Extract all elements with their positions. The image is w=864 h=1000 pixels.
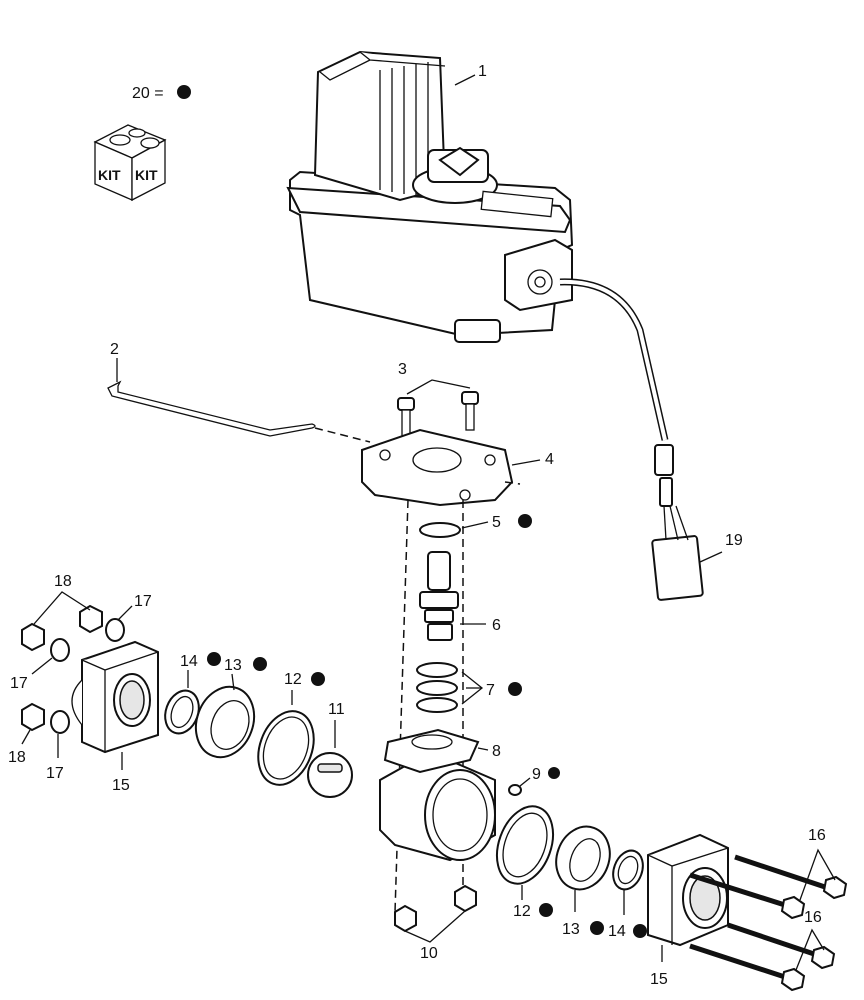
parts-17-18-left: 18 17 17 18 17 (8, 573, 152, 782)
callout-16a: 16 (808, 827, 826, 844)
kit-dot-5 (518, 514, 532, 528)
callout-17c: 17 (46, 765, 64, 782)
callout-2: 2 (110, 341, 119, 358)
kit-dot-14a (207, 652, 221, 666)
part-14-right-washer: 14 (608, 849, 647, 940)
callout-8: 8 (492, 743, 501, 760)
kit-dot-12a (311, 672, 325, 686)
part-7-washers: 7 (416, 662, 522, 713)
callout-13b: 13 (562, 921, 580, 938)
callout-17a: 17 (134, 593, 152, 610)
kit-dot-13a (253, 657, 267, 671)
callout-15a: 15 (112, 777, 130, 794)
callout-4: 4 (545, 451, 554, 468)
part-13-right-seat: 13 (555, 825, 611, 938)
part-15-right-flange: 15 (647, 833, 729, 988)
kit-dot-icon (177, 85, 191, 99)
callout-11: 11 (328, 701, 345, 718)
callout-6: 6 (492, 617, 501, 634)
callout-10: 10 (420, 945, 438, 962)
part-15-left-flange: 15 (71, 640, 159, 794)
kit-dot-13b (590, 921, 604, 935)
callout-12b: 12 (513, 903, 531, 920)
part-14-left-washer: 14 (164, 652, 221, 735)
part-5-oring: 5 (419, 514, 532, 538)
callout-12a: 12 (284, 671, 302, 688)
callout-18a: 18 (54, 573, 72, 590)
callout-1: 1 (478, 63, 487, 80)
callout-19: 19 (725, 532, 743, 549)
part-12-right-seal: 12 (495, 805, 555, 920)
callout-5: 5 (492, 514, 501, 531)
kit-legend: 20 = KIT KIT (93, 85, 191, 202)
callout-13a: 13 (224, 657, 242, 674)
callout-14b: 14 (608, 923, 626, 940)
kit-dot-12b (539, 903, 553, 917)
part-9-pin: 9 (508, 766, 560, 796)
part-10-nuts: 10 (394, 884, 477, 962)
part-12-left-seal: 12 (257, 671, 325, 786)
callout-18b: 18 (8, 749, 26, 766)
kit-dot-7 (508, 682, 522, 696)
callout-17b: 17 (10, 675, 28, 692)
kit-box-icon: KIT KIT (93, 124, 167, 202)
part-16-bolts: 16 16 (689, 827, 848, 992)
callout-16b: 16 (804, 909, 822, 926)
callout-15b: 15 (650, 971, 668, 988)
kit-dot-9 (548, 767, 560, 779)
kit-text-left: KIT (98, 167, 121, 183)
part-19-connector: 19 (651, 444, 743, 601)
kit-dot-14b (633, 924, 647, 938)
callout-3: 3 (398, 361, 407, 378)
part-3-screws: 3 (397, 361, 479, 437)
part-2-rod: 2 (107, 341, 371, 443)
part-8-valve-body: 8 (379, 728, 501, 862)
callout-9: 9 (532, 766, 541, 783)
part-1-actuator: 1 (286, 50, 669, 441)
callout-14a: 14 (180, 653, 198, 670)
kit-legend-label: 20 = (132, 85, 164, 102)
part-11-ball: 11 (307, 701, 353, 798)
part-13-left-seat: 13 (194, 657, 267, 759)
callout-7: 7 (486, 682, 495, 699)
kit-text-right: KIT (135, 167, 158, 183)
part-4-bracket: 4 (361, 428, 554, 507)
part-6-stem: 6 (419, 551, 501, 641)
